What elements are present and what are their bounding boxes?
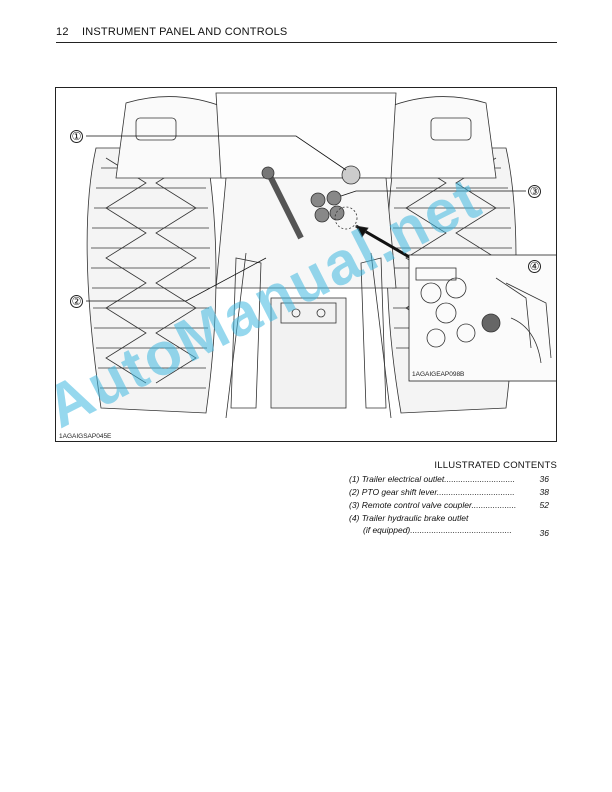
figure-code: 1AGAIGSAP045E — [59, 433, 112, 440]
callout-3: ③ — [528, 185, 541, 198]
page-header: 12 INSTRUMENT PANEL AND CONTROLS — [56, 26, 557, 42]
left-tire — [86, 147, 217, 414]
section-title: INSTRUMENT PANEL AND CONTROLS — [82, 26, 288, 38]
callout-1: ① — [70, 130, 83, 143]
inset-code: 1AGAIGEAP098B — [412, 371, 465, 378]
contents-heading: ILLUSTRATED CONTENTS — [434, 460, 557, 471]
toc-label: (if equipped)...........................… — [363, 525, 512, 535]
toc-page: 52 — [539, 500, 549, 510]
callout-2: ② — [70, 295, 83, 308]
callout-4: ④ — [528, 260, 541, 273]
toc-label: (3) Remote control valve coupler........… — [349, 500, 517, 510]
inset-detail — [415, 267, 552, 364]
tractor-rear-illustration: ① ② ③ ④ 1AGAIGEAP098B 1AGAIGSAP045E — [55, 87, 557, 442]
toc-page: 36 — [539, 474, 549, 484]
toc-label: (4) Trailer hydraulic brake outlet — [349, 513, 469, 523]
tractor-line-drawing — [86, 92, 556, 419]
toc-page: 36 — [539, 528, 549, 538]
toc-label: (1) Trailer electrical outlet...........… — [349, 474, 516, 484]
header-rule — [56, 42, 557, 43]
page-number: 12 — [56, 26, 69, 38]
toc-page: 38 — [539, 487, 549, 497]
toc-label: (2) PTO gear shift lever................… — [349, 487, 515, 497]
illustrated-contents: ILLUSTRATED CONTENTS (1) Trailer electri… — [349, 460, 557, 538]
